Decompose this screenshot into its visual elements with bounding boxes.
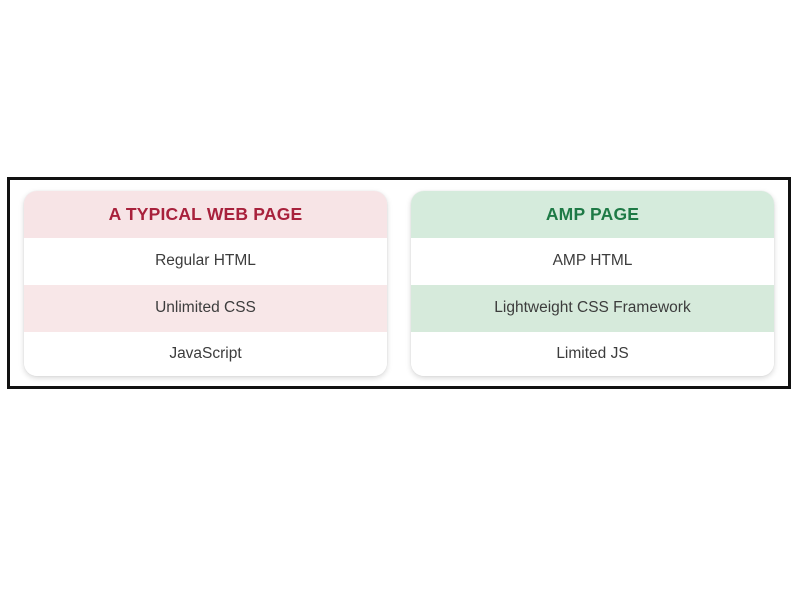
card-amp-page-row-3: Limited JS [411,331,774,376]
card-typical-web-page-header: A TYPICAL WEB PAGE [24,190,387,238]
card-typical-web-page-row-3: JavaScript [24,331,387,376]
card-typical-web-page-row-1: Regular HTML [24,237,387,285]
card-typical-web-page: A TYPICAL WEB PAGE Regular HTML Unlimite… [24,190,387,376]
card-typical-web-page-row-2: Unlimited CSS [24,284,387,332]
card-amp-page-row-1: AMP HTML [411,237,774,285]
card-amp-page-row-2: Lightweight CSS Framework [411,284,774,332]
comparison-frame: A TYPICAL WEB PAGE Regular HTML Unlimite… [7,177,791,389]
card-amp-page-header: AMP PAGE [411,190,774,238]
comparison-cards-container: A TYPICAL WEB PAGE Regular HTML Unlimite… [10,180,788,386]
card-amp-page: AMP PAGE AMP HTML Lightweight CSS Framew… [411,190,774,376]
